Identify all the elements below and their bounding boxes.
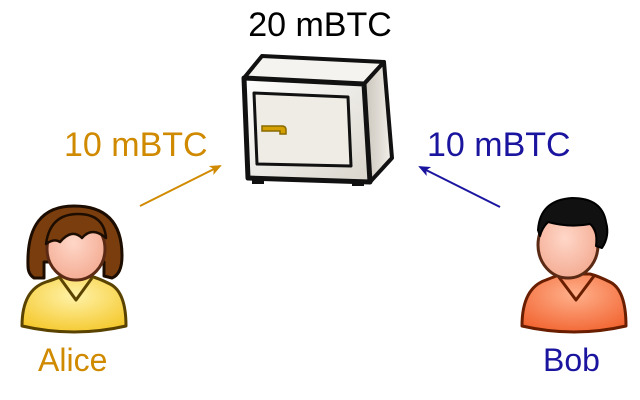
safe-handle-icon (261, 125, 287, 135)
alice-amount-label: 10 mBTC (64, 126, 208, 164)
safe-icon (241, 54, 394, 186)
bob-name-label: Bob (543, 342, 600, 378)
safe-total-label: 20 mBTC (248, 6, 392, 44)
bob-amount-label: 10 mBTC (427, 126, 571, 164)
bob-avatar-icon (520, 197, 628, 334)
bob-transfer-arrow (418, 166, 501, 208)
alice-avatar-icon (20, 204, 128, 334)
alice-transfer-arrow (139, 165, 222, 207)
alice-name-label: Alice (38, 342, 108, 378)
